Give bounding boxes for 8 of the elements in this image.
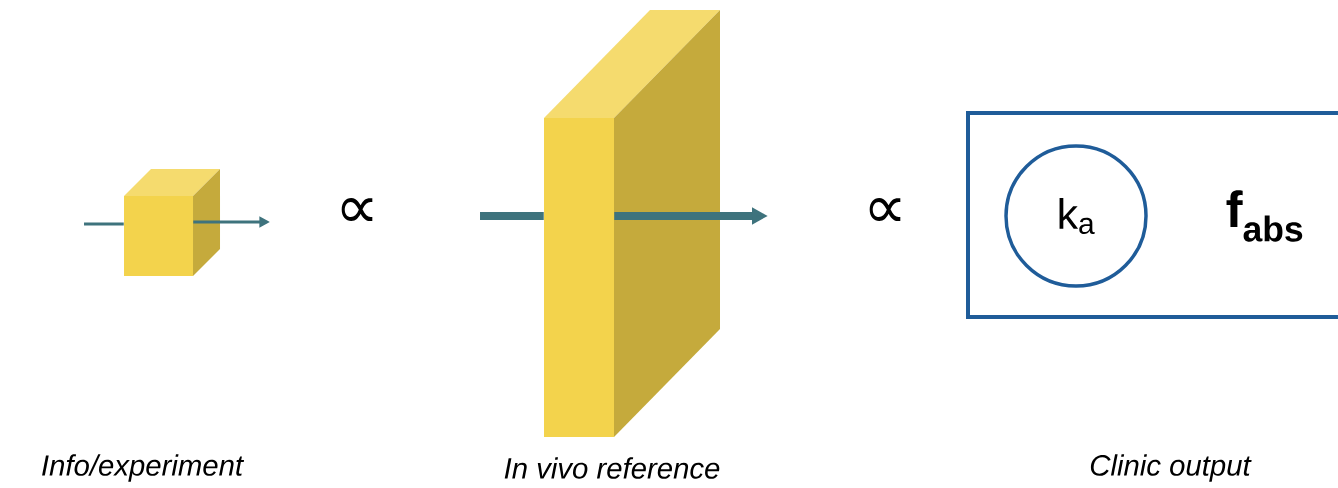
caption: Clinic output — [1090, 454, 1252, 482]
symbol-label: f$_{abs}$ — [1226, 190, 1303, 242]
block-drawing — [544, 10, 720, 437]
caption: Info/experiment — [42, 454, 245, 482]
proportional-sign: ∝ — [869, 198, 901, 222]
output-frame — [966, 111, 1338, 319]
proportional-sign: ∝ — [341, 198, 373, 222]
block-drawing — [124, 169, 220, 276]
